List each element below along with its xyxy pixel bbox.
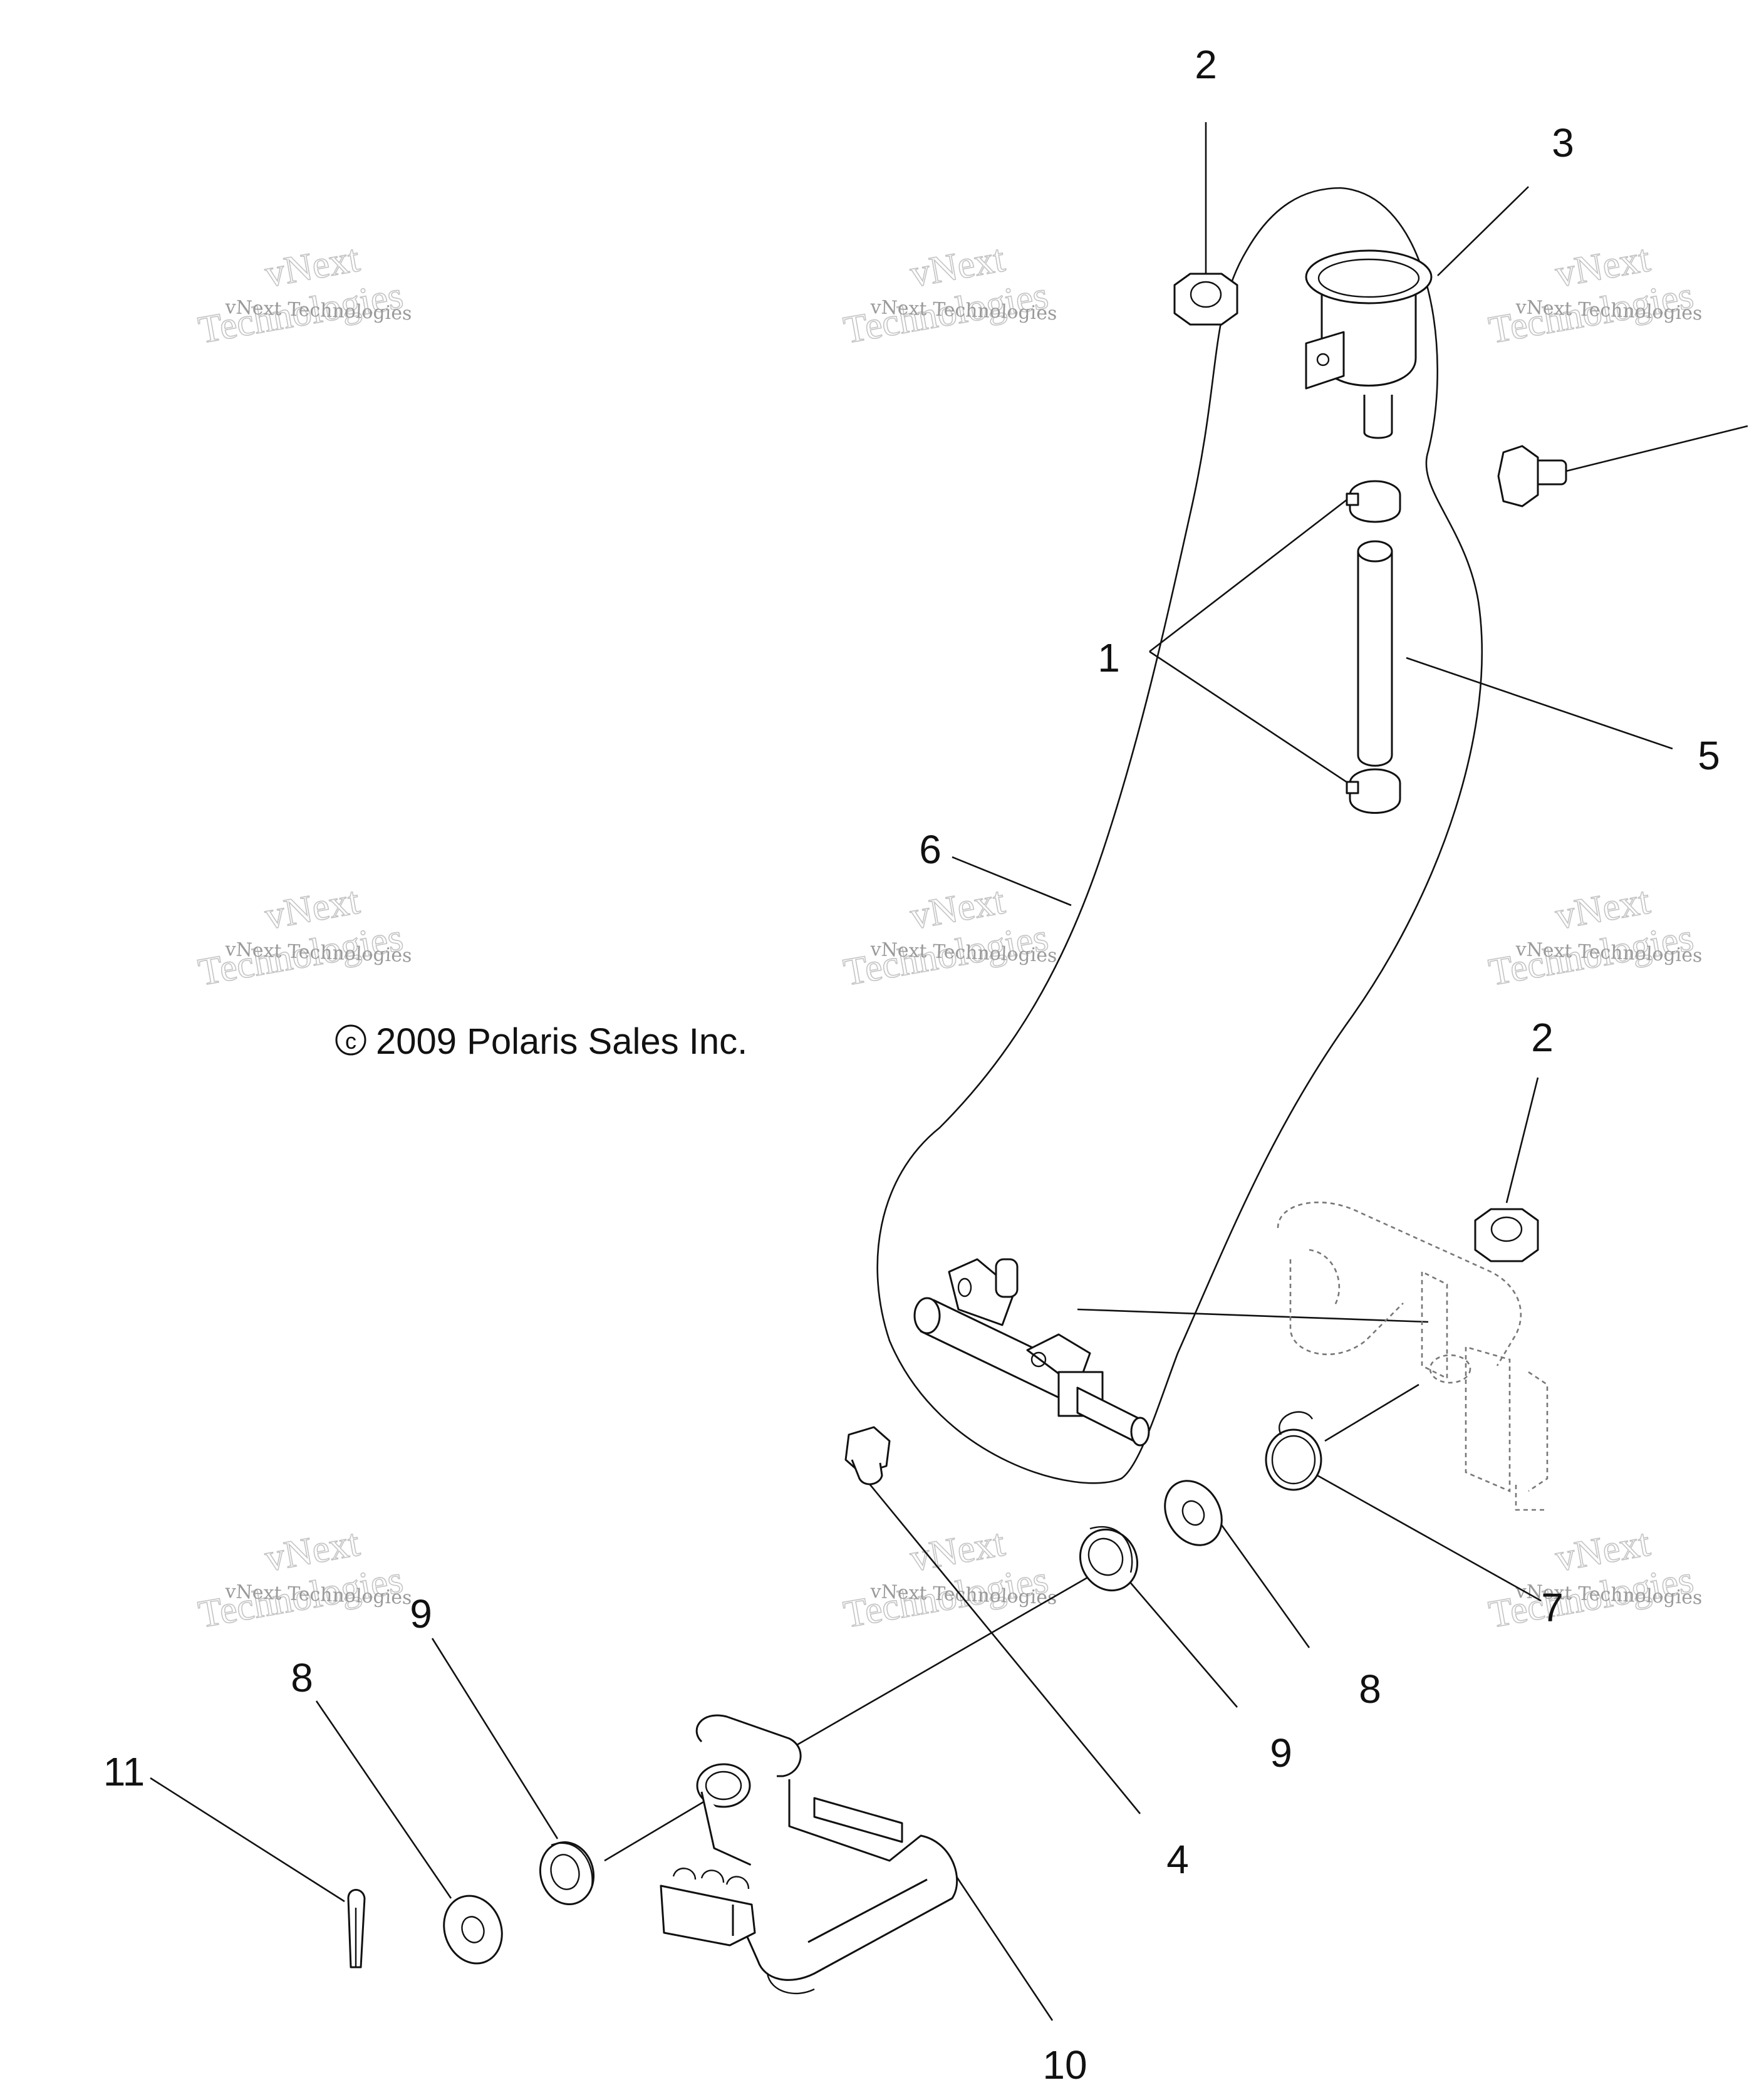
bushing-right <box>1079 1526 1139 1592</box>
watermark: vNext Technologies vNext Technologies <box>1485 879 1703 995</box>
bolt-top-right <box>1497 445 1567 507</box>
leader-5 <box>1406 657 1673 750</box>
callout-2-right: 2 <box>1531 1015 1554 1060</box>
copyright-text: 2009 Polaris Sales Inc. <box>376 1021 747 1062</box>
callout-3: 3 <box>1552 120 1574 165</box>
assembly-outline <box>876 187 1483 1484</box>
callout-9-left: 9 <box>410 1591 432 1636</box>
leader-clip-to-bracket <box>1324 1383 1419 1442</box>
copyright-notice: c 2009 Polaris Sales Inc. <box>335 1021 747 1062</box>
watermark: vNext Technologies vNext Technologies <box>195 1521 412 1637</box>
callout-5: 5 <box>1698 733 1720 778</box>
brake-pedal <box>660 1714 958 1994</box>
hex-nut-top <box>1173 273 1238 326</box>
callout-8-left: 8 <box>291 1655 313 1700</box>
hose <box>1357 540 1393 767</box>
spring-clip <box>1265 1411 1322 1491</box>
callout-7: 7 <box>1541 1585 1564 1630</box>
hose-clamp-lower <box>1346 768 1401 814</box>
watermark: vNext Technologies vNext Technologies <box>840 879 1057 995</box>
leader-10 <box>945 1860 1054 2021</box>
leader-6 <box>952 856 1072 907</box>
watermark-group: vNext Technologies vNext Technologies vN… <box>195 237 1703 1637</box>
hose-clamp-upper <box>1346 480 1401 523</box>
pedal-bolt <box>844 1426 891 1485</box>
leader-8-right <box>1214 1516 1310 1648</box>
washer-left <box>443 1895 503 1965</box>
watermark: vNext Technologies vNext Technologies <box>195 237 412 353</box>
cotter-pin <box>347 1889 366 1968</box>
callout-4: 4 <box>1166 1837 1189 1882</box>
leader-pedal-to-bushing <box>786 1571 1097 1752</box>
leader-4 <box>866 1481 1141 1814</box>
leader-7 <box>1305 1468 1542 1602</box>
copyright-symbol-letter: c <box>345 1028 356 1054</box>
callout-1: 1 <box>1097 635 1120 680</box>
washer-right <box>1164 1480 1223 1546</box>
callout-6: 6 <box>919 827 942 872</box>
master-cylinder <box>913 1258 1150 1447</box>
fluid-reservoir <box>1305 249 1433 439</box>
leader-8-left <box>315 1700 452 1899</box>
callout-10: 10 <box>1042 2042 1087 2085</box>
hex-nut-right <box>1474 1208 1539 1262</box>
leader-3 <box>1437 186 1529 276</box>
watermark: vNext Technologies vNext Technologies <box>195 879 412 995</box>
leader-11 <box>150 1777 345 1903</box>
callout-labels: 2 3 1 5 6 2 7 8 9 4 10 9 8 11 <box>103 42 1720 2085</box>
leader-1-upper <box>1149 494 1354 653</box>
leader-1-lower <box>1149 650 1354 788</box>
leader-bolt-top-right <box>1565 425 1748 472</box>
leader-2-right <box>1505 1077 1539 1204</box>
callout-11: 11 <box>103 1749 145 1794</box>
leader-9-right <box>1124 1575 1238 1708</box>
leader-lines <box>150 122 1748 2021</box>
watermark: vNext Technologies vNext Technologies <box>840 237 1057 353</box>
leader-9-left <box>431 1638 559 1839</box>
bushing-left <box>539 1841 595 1906</box>
watermark: vNext Technologies vNext Technologies <box>1485 1521 1703 1637</box>
callout-9-right: 9 <box>1270 1730 1292 1776</box>
leader-bushing-left <box>604 1800 705 1862</box>
bracket-phantom <box>1277 1201 1549 1511</box>
callout-8-right: 8 <box>1359 1666 1381 1712</box>
copyright-symbol-icon <box>335 1024 366 1056</box>
watermark: vNext Technologies vNext Technologies <box>1485 237 1703 353</box>
callout-2-top: 2 <box>1195 42 1217 87</box>
leader-master-cylinder <box>1077 1308 1429 1323</box>
